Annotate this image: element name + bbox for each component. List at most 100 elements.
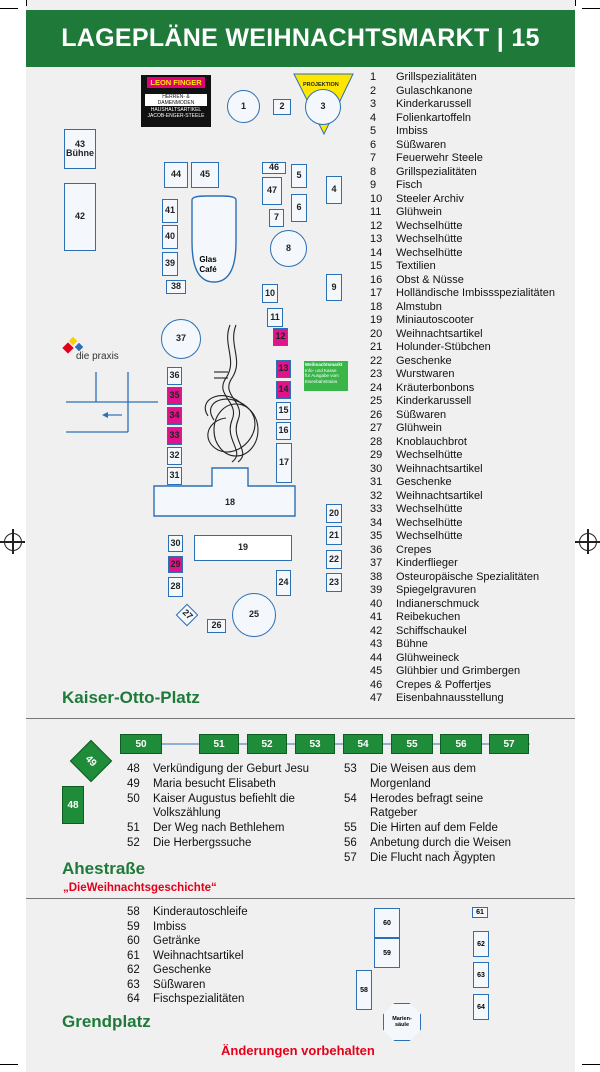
stall-15[interactable]: 15 — [276, 402, 291, 420]
stall-20[interactable]: 20 — [326, 504, 342, 523]
stall-28[interactable]: 28 — [168, 577, 183, 597]
stall-62[interactable]: 62 — [473, 931, 489, 957]
stall-33[interactable]: 33 — [167, 427, 182, 445]
stall-29[interactable]: 29 — [168, 556, 183, 573]
stall-36[interactable]: 36 — [167, 367, 182, 385]
stall-46[interactable]: 46 — [262, 162, 286, 174]
map-lines — [62, 73, 354, 517]
stall-21[interactable]: 21 — [326, 526, 342, 545]
stall-31[interactable]: 31 — [167, 467, 182, 485]
stall-38[interactable]: 38 — [166, 280, 186, 294]
stall-5[interactable]: 5 — [291, 164, 307, 188]
legend-text: Getränke — [153, 935, 201, 947]
stall-6[interactable]: 6 — [291, 194, 307, 222]
legend-text: Crepes — [396, 543, 432, 556]
stall-18-outline — [153, 467, 296, 517]
stall-22[interactable]: 22 — [326, 550, 342, 569]
stall-11[interactable]: 11 — [267, 308, 283, 327]
legend-text: Die Herbergssuche — [153, 836, 252, 849]
stall-61[interactable]: 61 — [472, 907, 488, 918]
station-54[interactable]: 54 — [343, 734, 383, 754]
stall-45[interactable]: 45 — [191, 162, 219, 188]
stall-30[interactable]: 30 — [168, 535, 183, 552]
stall-8[interactable]: 8 — [270, 230, 307, 267]
stall-12[interactable]: 12 — [273, 328, 288, 346]
stall-4[interactable]: 4 — [326, 176, 342, 204]
stall-14[interactable]: 14 — [276, 381, 291, 399]
stall-63[interactable]: 63 — [473, 962, 489, 988]
legend-number: 11 — [370, 206, 382, 218]
stall-42[interactable]: 42 — [64, 183, 96, 251]
stall-41[interactable]: 41 — [162, 199, 178, 223]
stall-39[interactable]: 39 — [162, 252, 178, 276]
station-50[interactable]: 50 — [120, 734, 162, 754]
station-56[interactable]: 56 — [440, 734, 482, 754]
station-55[interactable]: 55 — [391, 734, 433, 754]
stall-59[interactable]: 59 — [374, 938, 400, 968]
legend-text: Miniautoscooter — [396, 314, 474, 326]
station-57[interactable]: 57 — [489, 734, 529, 754]
stall-47[interactable]: 47 — [262, 177, 282, 205]
legend-text: Indianerschmuck — [396, 597, 480, 610]
stall-40[interactable]: 40 — [162, 225, 178, 249]
leon-finger-line: HAUSHALTSARTIKEL — [150, 107, 202, 113]
stall-16[interactable]: 16 — [276, 422, 291, 440]
stall-35[interactable]: 35 — [167, 387, 182, 405]
legend-text: Spiegelgravuren — [396, 584, 477, 596]
legend-text: Reibekuchen — [396, 611, 461, 623]
info-box-line: Info- und Kasse — [305, 367, 337, 373]
stall-23[interactable]: 23 — [326, 573, 342, 592]
section-divider — [26, 898, 575, 899]
stall-34[interactable]: 34 — [167, 407, 182, 425]
stall-58[interactable]: 58 — [356, 970, 372, 1010]
station-52[interactable]: 52 — [247, 734, 287, 754]
stall-64[interactable]: 64 — [473, 994, 489, 1020]
stall-10[interactable]: 10 — [262, 284, 278, 303]
legend-number: 58 — [127, 906, 140, 918]
legend-text: Eisenbahnausstellung — [396, 692, 504, 704]
stall-18[interactable]: 18 — [224, 497, 235, 508]
stall-13[interactable]: 13 — [276, 360, 291, 378]
stall-9[interactable]: 9 — [326, 274, 342, 301]
page-header: LAGEPLÄNE WEIHNACHTSMARKT | 15 — [26, 10, 575, 67]
legend-text: Crepes & Poffertjes — [396, 678, 492, 691]
stall-60[interactable]: 60 — [374, 908, 400, 938]
stall-24[interactable]: 24 — [276, 570, 291, 596]
leon-finger-line: JACOB-ENGER-STEELE — [147, 113, 205, 119]
legend-number: 37 — [370, 557, 383, 569]
stall-2[interactable]: 2 — [273, 99, 291, 115]
legend-number: 44 — [370, 651, 383, 664]
legend-number: 22 — [370, 354, 383, 367]
stall-3[interactable]: 3 — [305, 89, 341, 125]
stall-17[interactable]: 17 — [276, 443, 292, 483]
stall-7[interactable]: 7 — [269, 209, 284, 227]
station-48[interactable]: 48 — [62, 786, 84, 824]
stall-19[interactable]: 19 — [194, 535, 292, 561]
legend-text: Textilien — [396, 260, 436, 272]
stall-43[interactable]: 43 Bühne — [64, 129, 96, 169]
stall-1[interactable]: 1 — [227, 90, 260, 123]
legend-text: Weihnachtsartikel — [396, 489, 483, 502]
crop-mark — [26, 0, 27, 6]
stall-44[interactable]: 44 — [164, 162, 188, 188]
legend-number: 3 — [370, 98, 377, 110]
station-51[interactable]: 51 — [199, 734, 239, 754]
stall-37[interactable]: 37 — [161, 319, 201, 359]
stall-26[interactable]: 26 — [207, 619, 226, 633]
stall-32[interactable]: 32 — [167, 447, 182, 465]
stall-25[interactable]: 25 — [232, 593, 276, 637]
fountain-sculpture — [204, 324, 259, 463]
legend-number: 20 — [370, 327, 383, 340]
station-53[interactable]: 53 — [295, 734, 335, 754]
